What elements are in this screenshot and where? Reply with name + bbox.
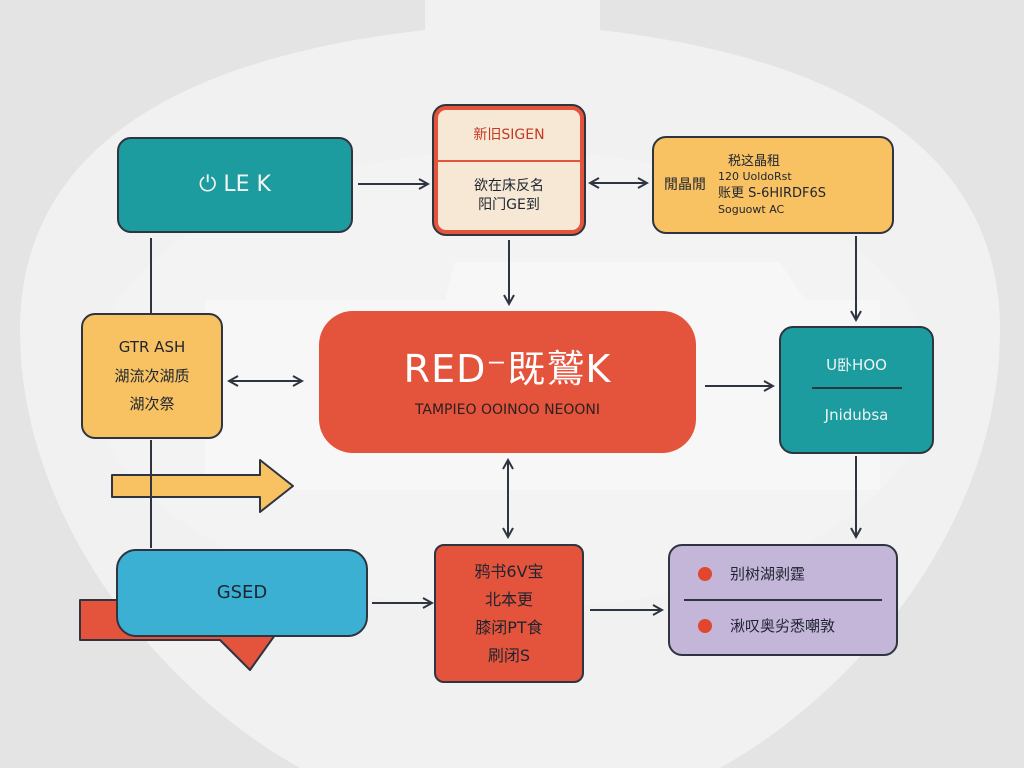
node-top-center-inner: 新旧SIGEN 欲在床反名 阳门GE到 [438,110,580,230]
yellow-arrow-decoration [111,459,294,513]
node-top-right[interactable]: 閒晶閒 税这晶租 120 UoldoRst 账更 S-6HIRDF6S Sogu… [652,136,894,234]
node-bottom-right[interactable]: 别树湖剥霆 湫叹奥劣悉嘲敦 [668,544,898,656]
node-bottom-center[interactable]: 鸦书6V宝 北本更 膝闭PT食 刷闭S [434,544,584,683]
node-top-center-body: 欲在床反名 阳门GE到 [438,162,580,230]
node-bottom-center-line: 鸦书6V宝 [474,561,544,581]
node-bottom-center-line: 刷闭S [487,645,531,665]
node-mid-left-line: GTR ASH [118,338,186,357]
node-top-center-header: 新旧SIGEN [438,110,580,162]
node-bottom-center-line: 北本更 [484,589,533,609]
node-top-right-line: 120 UoldoRst [718,170,792,184]
bullet-item: 湫叹奥劣悉嘲敦 [684,603,882,649]
node-top-center[interactable]: 新旧SIGEN 欲在床反名 阳门GE到 [432,104,586,236]
node-top-left[interactable]: ⏻ LE K [117,137,353,233]
node-center[interactable]: RED⁻既鷲K TAMPIEO OOINOO NEOONI [319,311,696,453]
node-bottom-left-label: GSED [216,581,268,603]
node-top-center-line: 阳门GE到 [478,197,540,213]
red-dot-icon [698,567,712,581]
node-center-subtitle: TAMPIEO OOINOO NEOONI [414,402,601,419]
node-mid-right-header: U卧HOO [826,355,887,374]
node-top-left-label: ⏻ LE K [199,172,271,198]
node-mid-left-line: 湖次祭 [129,395,175,414]
node-top-center-line: 欲在床反名 [474,178,544,195]
node-bottom-left[interactable]: GSED [116,549,368,637]
node-mid-right-divider [811,387,902,389]
node-top-right-label: 閒晶閒 [664,176,706,193]
node-top-right-line: Soguowt AC [718,202,785,216]
bullet-item: 别树湖剥霆 [684,551,882,597]
red-dot-icon [698,619,712,633]
node-mid-left-line: 湖流次湖质 [114,366,190,385]
node-mid-right-sub: Jnidubsa [824,406,889,424]
node-top-right-details: 税这晶租 120 UoldoRst 账更 S-6HIRDF6S Soguowt … [718,153,826,218]
node-top-right-line: 税这晶租 [728,153,781,169]
node-center-title: RED⁻既鷲K [403,346,612,391]
node-bottom-center-line: 膝闭PT食 [475,617,543,637]
node-top-right-line: 账更 S-6HIRDF6S [718,186,826,201]
node-mid-left[interactable]: GTR ASH 湖流次湖质 湖次祭 [81,313,223,439]
node-bottom-right-divider [684,599,882,601]
node-mid-right[interactable]: U卧HOO Jnidubsa [779,326,934,454]
